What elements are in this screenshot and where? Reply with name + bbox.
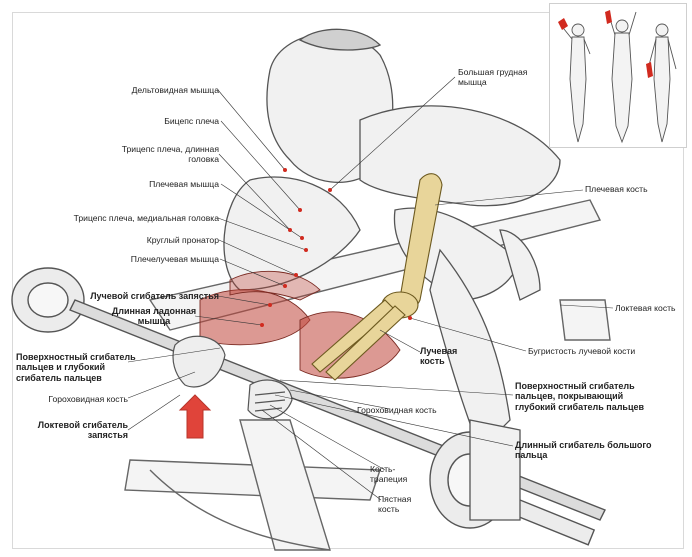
label-humerus: Плечевая кость: [585, 184, 648, 194]
label-brachioradialis: Плечелучевая мышца: [130, 254, 219, 264]
body-figures-icon: [549, 3, 687, 148]
label-pisiform-left: Гороховидная кость: [48, 394, 128, 404]
label-deltoid: Дельтовидная мышца: [131, 85, 219, 95]
muscle-highlight-figures: [558, 10, 677, 144]
leader-lines: [127, 76, 614, 501]
label-ulna: Локтевая кость: [615, 303, 676, 313]
label-radial-tuberosity: Бугристость лучевой кости: [528, 346, 636, 356]
arm-bones: [311, 173, 443, 381]
illustration-frame: [12, 12, 684, 549]
up-arrow-icon: [178, 394, 212, 439]
label-fcr: Лучевой сгибатель запястья: [90, 291, 219, 301]
label-dots: [260, 168, 412, 327]
label-triceps-medial: Трицепс плеча, медиальная головка: [73, 213, 219, 223]
label-biceps: Бицепс плеча: [164, 116, 219, 126]
label-brachialis: Плечевая мышца: [149, 179, 219, 189]
label-pronator: Круглый пронатор: [146, 235, 219, 245]
label-trapezium: Кость-трапеция: [370, 464, 408, 485]
label-pisiform-right: Гороховидная кость: [357, 405, 437, 415]
